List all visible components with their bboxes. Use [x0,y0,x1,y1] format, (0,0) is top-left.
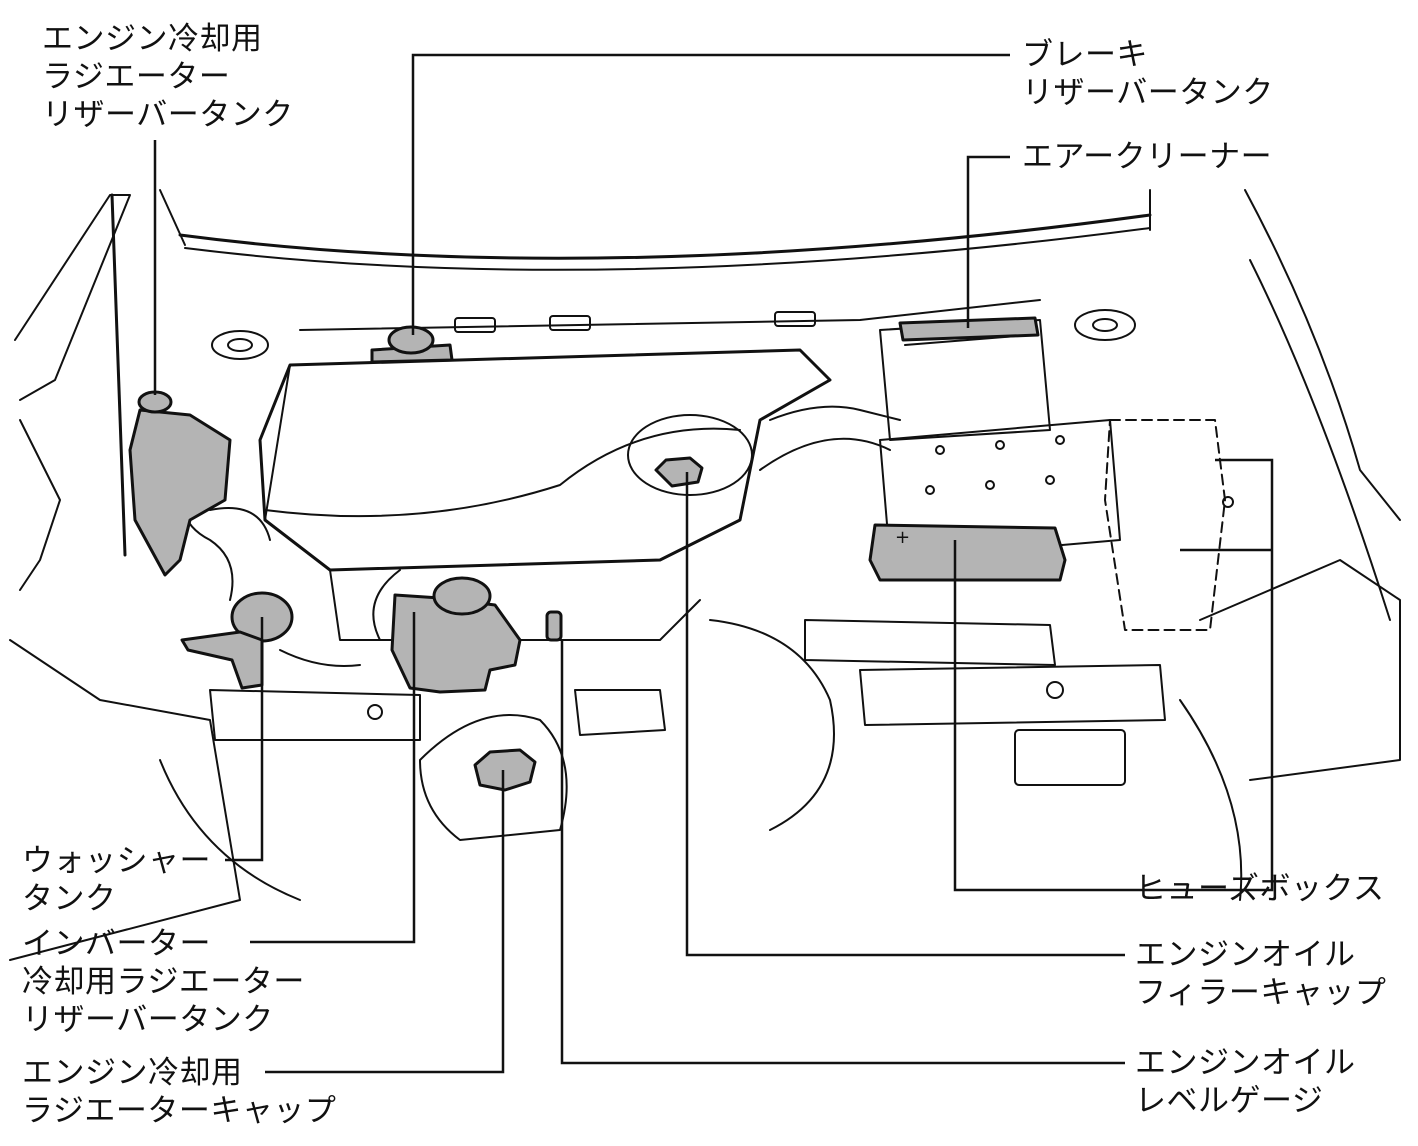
label-line: ヒューズボックス [1135,871,1385,907]
label-line: エンジン冷却用 [42,21,263,57]
sensor-wire [709,619,835,831]
engine-coolant-reservoir [128,408,232,577]
left-strut-tower [211,330,269,360]
label-line: エンジン冷却用 [22,1055,243,1091]
fuse-box-outline [1104,419,1226,631]
label-radiator-cap: エンジン冷却用ラジエーターキャップ [22,1054,336,1130]
label-line: 冷却用ラジエーター [22,964,305,1000]
washer-tank [180,630,264,690]
right-strut-tower [1074,309,1136,341]
left-lower-body [9,639,241,961]
right-bumper [1179,699,1243,901]
label-line: エンジンオイル [1135,937,1356,973]
left-strut-rod [110,193,127,557]
fuse-box [868,523,1067,582]
label-line: タンク [22,881,117,917]
label-brake-reservoir: ブレーキリザーバータンク [1022,36,1274,112]
label-line: フィラーキャップ [1135,975,1387,1011]
leader-air-cleaner [966,155,1010,328]
leader-washer-tank [225,617,264,862]
label-line: ブレーキ [1022,37,1148,73]
plus-sign: + [895,527,910,548]
front-cross-member-right [859,664,1166,726]
right-front-bracket [1014,729,1126,786]
cowl-clip-3 [774,311,816,327]
label-line: エンジンオイル [1135,1045,1356,1081]
label-washer-tank: ウォッシャータンク [22,842,211,918]
right-lower-body [1199,559,1401,781]
label-line: ラジエーター [42,59,231,95]
leader-fuse-box [953,540,1125,892]
label-oil-filler-cap: エンジンオイルフィラーキャップ [1135,936,1386,1012]
label-line: リザーバータンク [22,1002,274,1038]
leader-fuse-box-2 [1125,458,1274,892]
cowl-clip-1 [454,317,496,333]
left-bumper [159,759,301,901]
label-engine-coolant-reservoir: エンジン冷却用ラジエーターリザーバータンク [42,20,294,134]
radiator-shroud [419,714,568,841]
engine-cover [258,348,832,572]
leader-radiator-cap [265,770,505,1074]
cowl-line [299,299,1041,331]
label-oil-dipstick: エンジンオイルレベルゲージ [1135,1044,1356,1120]
oil-filler-recess [627,414,753,496]
right-fender [1244,189,1401,521]
label-line: リザーバータンク [1022,75,1274,111]
hood-outline [178,213,1152,260]
label-air-cleaner: エアークリーナー [1022,138,1272,176]
left-fender [14,194,131,401]
air-cleaner [898,316,1040,342]
label-line: リザーバータンク [42,97,294,133]
cowl-clip-2 [549,315,591,331]
left-frame [19,419,61,591]
leader-oil-filler-cap [685,472,1125,957]
engine-block-right [879,419,1121,561]
leader-inverter-reservoir [250,612,416,944]
leader-oil-dipstick [560,640,1125,1065]
radiator-cap [473,748,537,792]
oil-dipstick-handle [545,610,563,642]
leader-brake-reservoir [411,53,1010,335]
oil-filler-cap [654,456,704,488]
inverter-reservoir-cap [432,576,492,616]
hood-left-edge [159,189,186,246]
front-cross-member-left [209,689,421,741]
label-line: ラジエーターキャップ [22,1093,337,1129]
right-fender-inner [1249,259,1391,621]
intake-pipe [769,405,901,421]
radiator-support [574,689,666,736]
label-line: ウォッシャー [22,843,211,879]
label-line: インバーター [22,926,211,962]
label-line: レベルゲージ [1135,1083,1324,1119]
brake-reservoir-cap [387,325,435,355]
hood-inner [184,227,1151,271]
label-fuse-box: ヒューズボックス [1135,870,1385,908]
label-inverter-reservoir: インバーター冷却用ラジエーターリザーバータンク [22,925,305,1039]
label-line: エアークリーナー [1022,139,1273,175]
